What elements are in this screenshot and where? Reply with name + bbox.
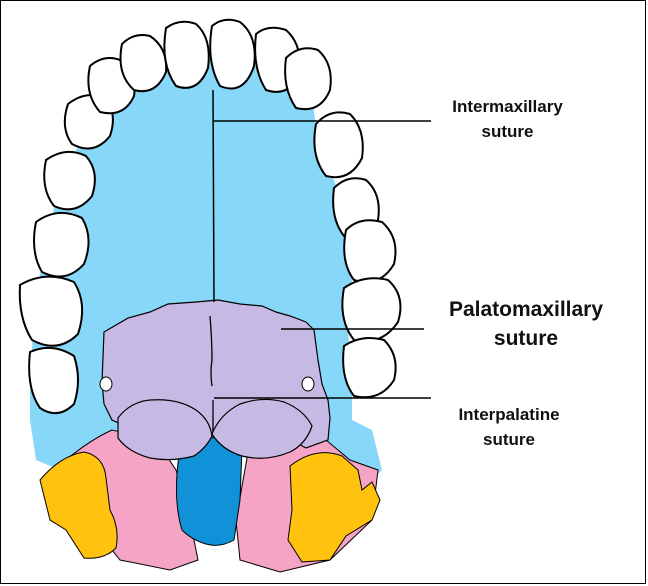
tooth bbox=[344, 220, 395, 282]
foramen-left bbox=[100, 377, 112, 391]
label-interpalatine-suture: Interpalatine suture bbox=[424, 403, 594, 452]
tooth bbox=[164, 22, 208, 88]
label-line: suture bbox=[425, 120, 590, 145]
tooth bbox=[29, 348, 78, 413]
tooth bbox=[210, 20, 255, 89]
label-line: suture bbox=[420, 325, 632, 354]
label-line: Intermaxillary bbox=[425, 95, 590, 120]
tooth bbox=[343, 338, 396, 397]
intermaxillary-midline bbox=[213, 90, 214, 302]
foramen-right bbox=[302, 377, 314, 391]
tooth bbox=[20, 277, 82, 346]
tooth bbox=[44, 152, 95, 210]
label-line: Palatomaxillary bbox=[420, 296, 632, 325]
tooth bbox=[342, 278, 400, 341]
tooth bbox=[285, 48, 331, 109]
label-line: suture bbox=[424, 428, 594, 453]
tooth bbox=[314, 112, 362, 177]
label-palatomaxillary-suture: Palatomaxillary suture bbox=[420, 296, 632, 354]
tooth bbox=[34, 213, 89, 277]
label-intermaxillary-suture: Intermaxillary suture bbox=[425, 95, 590, 144]
tooth bbox=[121, 35, 167, 91]
label-line: Interpalatine bbox=[424, 403, 594, 428]
